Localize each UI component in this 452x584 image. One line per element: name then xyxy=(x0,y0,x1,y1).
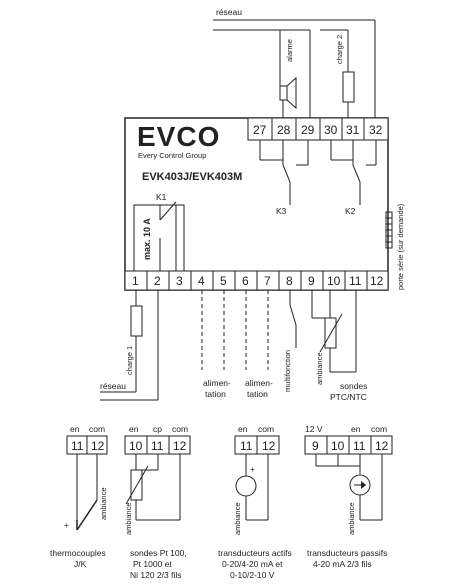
ex3-caption-1: transducteurs actifs xyxy=(218,548,292,558)
terminal-12-label: 12 xyxy=(370,274,384,288)
ex3-header-com: com xyxy=(258,424,274,434)
terminal-12 xyxy=(366,270,389,291)
sondes-line1: sondes xyxy=(340,381,367,391)
ex2-ambiance: ambiance xyxy=(124,502,133,535)
ex4-header-com: com xyxy=(371,424,387,434)
ex3-caption-2: 0-20/4-20 mA et xyxy=(222,559,283,569)
relay-k2-label: K2 xyxy=(345,206,356,216)
ex4-term-12: 12 xyxy=(375,439,389,453)
ex3-term-12: 12 xyxy=(262,439,276,453)
terminal-32-label: 32 xyxy=(369,123,383,137)
thermocouple-junction xyxy=(76,499,98,531)
ex2-caption-3: Ni 120 2/3 fils xyxy=(130,570,182,580)
speaker-icon xyxy=(279,85,288,101)
ex3-term-11: 11 xyxy=(240,439,253,453)
controller-box xyxy=(124,117,389,291)
alim1-line1: alimen- xyxy=(203,378,231,388)
terminal-1-label: 1 xyxy=(132,274,139,288)
example-transducteurs-passifs: 12 V en com 9 10 11 12 ambiance transduc… xyxy=(304,424,393,569)
ex4-ambiance: ambiance xyxy=(347,502,356,535)
logo-tagline: Every Control Group xyxy=(138,151,206,160)
example-transducteurs-actifs: en com 11 12 + ambiance transducteurs ac… xyxy=(218,424,292,580)
charge2-label: charge 2 xyxy=(335,35,344,64)
top-terminal-strip: 27 28 29 30 31 32 xyxy=(247,117,389,141)
active-transducer-icon xyxy=(235,475,257,497)
bottom-terminal-strip: 1 2 3 4 5 6 7 8 9 10 11 12 xyxy=(124,270,389,291)
terminal-3-label: 3 xyxy=(176,274,183,288)
ex2-caption-1: sondes Pt 100, xyxy=(130,548,187,558)
terminal-5-label: 5 xyxy=(220,274,227,288)
ex2-term-11: 11 xyxy=(151,439,164,453)
evco-logo: EVCO Every Control Group xyxy=(137,121,220,160)
ex2-header-en: en xyxy=(129,424,139,434)
ex4-term-9: 9 xyxy=(312,439,319,453)
ex3-ambiance: ambiance xyxy=(233,502,242,535)
ex1-term-11: 11 xyxy=(71,439,84,453)
ex1-plus: + xyxy=(64,520,69,530)
example-thermocouples: en com 11 12 + ambiance thermocouples J/… xyxy=(50,424,108,569)
probe-diagonal xyxy=(319,313,343,353)
ex1-term-12: 12 xyxy=(91,439,105,453)
terminal-4-label: 4 xyxy=(198,274,205,288)
terminal-2-label: 2 xyxy=(154,274,161,288)
reseau-top-label: réseau xyxy=(216,7,242,17)
alim2-line2: tation xyxy=(247,389,268,399)
ambiance-main-label: ambiance xyxy=(315,352,324,385)
terminal-29-label: 29 xyxy=(301,123,315,137)
ex4-term-11: 11 xyxy=(353,439,366,453)
ex2-header-com: com xyxy=(172,424,188,434)
ex2-header-cp: cp xyxy=(153,424,162,434)
charge1-resistor xyxy=(130,305,143,337)
ex1-ambiance: ambiance xyxy=(99,487,108,520)
sondes-line2: PTC/NTC xyxy=(330,392,367,402)
alim2-line1: alimen- xyxy=(245,378,273,388)
ex1-header-com: com xyxy=(89,424,105,434)
ex2-term-12: 12 xyxy=(173,439,187,453)
relay-k1-label: K1 xyxy=(156,192,167,202)
charge1-label: charge 1 xyxy=(125,346,134,375)
ex1-caption-2: J/K xyxy=(74,559,87,569)
ex2-caption-2: Pt 1000 et xyxy=(133,559,172,569)
ex1-caption-1: thermocouples xyxy=(50,548,106,558)
ex4-header-en: en xyxy=(351,424,361,434)
wire-multifonction xyxy=(289,290,297,348)
reseau-bottom-label: réseau xyxy=(100,381,126,391)
terminal-27-label: 27 xyxy=(253,123,267,137)
ex4-header-12v: 12 V xyxy=(305,424,323,434)
ex1-header-en: en xyxy=(70,424,80,434)
relay-k2: K2 xyxy=(330,140,377,216)
ex3-header-en: en xyxy=(238,424,248,434)
relay-k3-label: K3 xyxy=(276,206,287,216)
passive-transducer-arrow-icon xyxy=(361,481,366,489)
speaker-cone-icon xyxy=(286,76,297,110)
ex3-caption-3: 0-10/2-10 V xyxy=(230,570,275,580)
logo-text: EVCO xyxy=(137,121,220,152)
terminal-30-label: 30 xyxy=(324,123,338,137)
ex4-term-10: 10 xyxy=(331,439,345,453)
relay-k3: K3 xyxy=(259,140,309,216)
ex4-caption-2: 4-20 mA 2/3 fils xyxy=(313,559,372,569)
serial-port-connector xyxy=(385,211,393,249)
example-sondes-pt100: en cp com 10 11 12 ambiance sondes Pt 10… xyxy=(124,424,191,580)
terminal-10-label: 10 xyxy=(327,274,341,288)
max10a-label: max. 10 A xyxy=(142,218,152,260)
ex4-caption-1: transducteurs passifs xyxy=(307,548,387,558)
porte-serie-label: porte série (sur demande) xyxy=(396,203,405,290)
multifonction-label: multifonction xyxy=(283,350,292,392)
model-name: EVK403J/EVK403M xyxy=(142,171,242,183)
alarme-label: alarme xyxy=(285,39,294,62)
terminal-6-label: 6 xyxy=(242,274,249,288)
ex2-term-10: 10 xyxy=(129,439,143,453)
terminal-9-label: 9 xyxy=(308,274,315,288)
ex3-plus: + xyxy=(250,464,255,474)
alim1-line2: tation xyxy=(205,389,226,399)
terminal-31-label: 31 xyxy=(346,123,360,137)
charge2-resistor xyxy=(342,71,355,103)
terminal-8-label: 8 xyxy=(286,274,293,288)
terminal-11-label: 11 xyxy=(349,274,362,288)
terminal-7-label: 7 xyxy=(264,274,271,288)
terminal-28-label: 28 xyxy=(277,123,291,137)
